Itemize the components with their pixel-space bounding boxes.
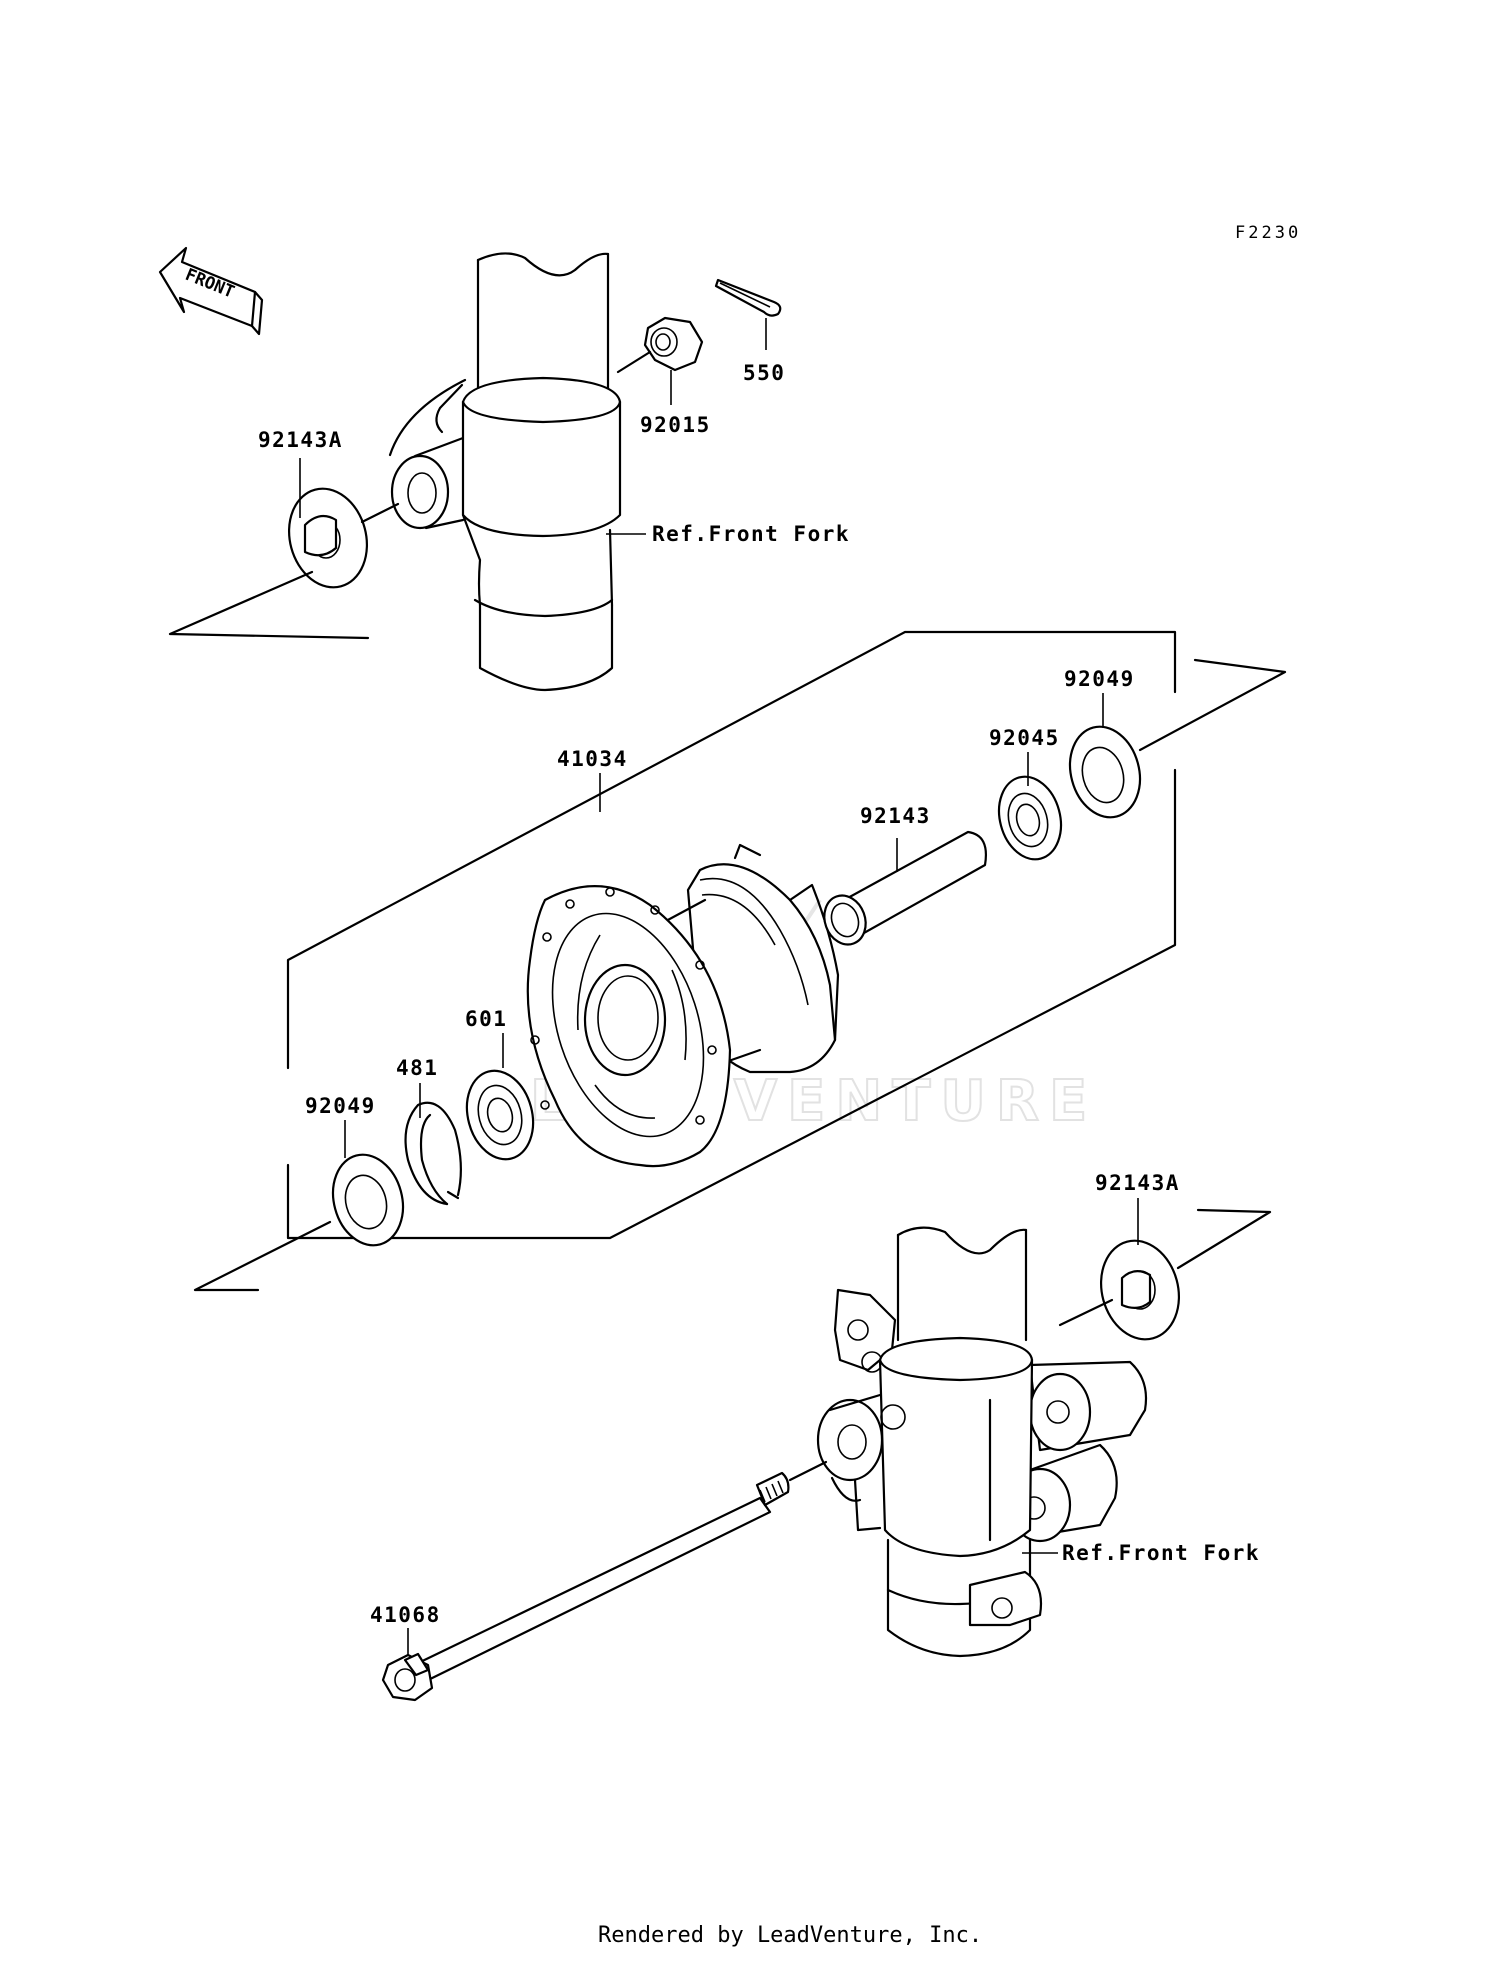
label-481: 481 [396,1056,438,1080]
front-fork-bottom [816,1226,1148,1658]
hub-frame-bottom [286,768,1177,1240]
oil-seal-92049-right: 92049 [1064,658,1287,819]
diagram-code: F2230 [1235,223,1301,243]
spacer-92143: 92143 [823,804,987,946]
label-92049-left: 92049 [305,1094,376,1118]
label-601: 601 [465,1007,507,1031]
collar-92143A-bottom: 92143A [1058,1171,1272,1341]
footer-credit: Rendered by LeadVenture, Inc. [598,1923,982,1948]
label-ref-front-fork-top: Ref.Front Fork [652,522,850,546]
label-ref-front-fork-bottom: Ref.Front Fork [1062,1541,1260,1565]
hub-frame-top [286,630,1177,1070]
front-direction-arrow: FRONT [158,246,264,336]
label-41068: 41068 [370,1603,441,1627]
oil-seal-92049-left: 92049 [193,1094,405,1292]
collar-92143A-top: 92143A [168,428,400,640]
label-41034: 41034 [557,747,628,771]
bearing-601: 601 [465,1007,535,1161]
label-92049-right: 92049 [1064,667,1135,691]
front-fork-top [388,252,622,692]
label-92143A-top: 92143A [258,428,343,452]
bearing-92045: 92045 [989,726,1063,861]
label-550: 550 [743,361,785,385]
cotter-pin-550: 550 [714,278,785,385]
axle-nut-92015: 92015 [616,316,711,437]
label-92143: 92143 [860,804,931,828]
label-92015: 92015 [640,413,711,437]
label-92143A-bottom: 92143A [1095,1171,1180,1195]
axle-41068: 41068 [370,1460,828,1702]
circlip-481: 481 [396,1056,462,1206]
label-92045: 92045 [989,726,1060,750]
